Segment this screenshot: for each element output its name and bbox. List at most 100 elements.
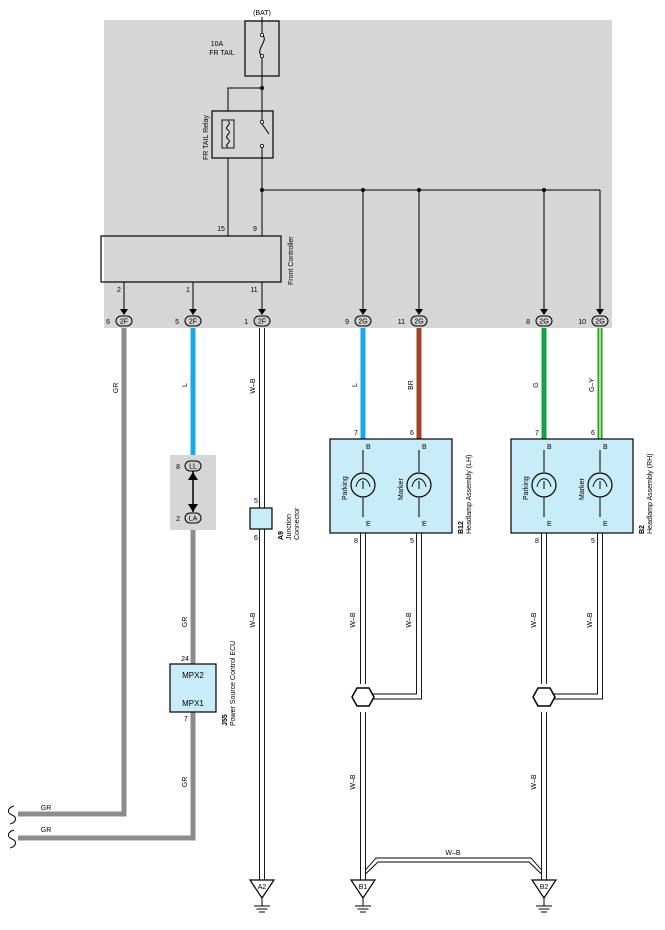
- svg-text:5: 5: [175, 319, 179, 326]
- front-controller-pin-9: 9: [253, 226, 257, 233]
- relay-box: [211, 110, 274, 159]
- junction-pin-out: 6: [254, 535, 258, 542]
- wire-label-gr-5: GR: [41, 827, 52, 834]
- svg-text:2F: 2F: [258, 319, 266, 326]
- headlamp-rh-name: Headlamp Assembly (RH): [647, 453, 654, 534]
- ecu-terminal-bottom: MPX1: [182, 699, 204, 708]
- svg-text:9: 9: [345, 319, 349, 326]
- junction-code: A9: [278, 531, 285, 540]
- connector-ll: LL 8: [176, 460, 202, 472]
- connector-2g-9: 2G 9: [345, 315, 372, 327]
- battery-source-label: (BAT): [253, 10, 271, 17]
- wire-label-wb-5: W–B: [531, 612, 538, 628]
- front-controller-pin-11: 11: [250, 287, 257, 294]
- front-controller-box: [100, 235, 282, 283]
- junction-pin-in: 5: [254, 498, 258, 505]
- svg-text:8: 8: [526, 319, 530, 326]
- bulb-label-marker: Marker: [579, 478, 586, 500]
- front-controller-pin-1: 1: [186, 287, 190, 294]
- fuse-rating: 10A: [211, 41, 224, 48]
- svg-text:5: 5: [410, 538, 414, 545]
- wire-label-g: G: [533, 382, 540, 387]
- svg-text:LL: LL: [189, 464, 197, 471]
- svg-text:B: B: [603, 444, 608, 451]
- connector-arrows: [120, 309, 604, 315]
- svg-text:LA: LA: [189, 516, 198, 523]
- svg-text:11: 11: [398, 319, 405, 326]
- front-controller-pin-2: 2: [117, 287, 121, 294]
- svg-text:6: 6: [106, 319, 110, 326]
- svg-text:5: 5: [591, 538, 595, 545]
- wire-label-br: BR: [408, 380, 415, 390]
- splice-point-b12: [351, 687, 375, 707]
- bulb-label-parking: Parking: [342, 476, 349, 500]
- headlamp-lh-name: Headlamp Assembly (LH): [466, 455, 473, 534]
- wire-label-l-1: L: [182, 383, 189, 387]
- svg-text:B: B: [547, 444, 552, 451]
- wire-label-gr-2: GR: [182, 617, 189, 628]
- svg-text:2F: 2F: [189, 319, 197, 326]
- parking-bulb-icon: [531, 472, 557, 498]
- svg-text:10: 10: [578, 319, 586, 326]
- marker-bulb-icon: [587, 472, 613, 498]
- svg-text:B1: B1: [359, 884, 368, 891]
- splice-point-b2: [532, 687, 556, 707]
- bulb-label-marker: Marker: [398, 478, 405, 500]
- ground-point-b1: B1: [349, 879, 377, 913]
- power-distribution-panel: [104, 20, 612, 328]
- headlamp-rh-code: B2: [639, 525, 646, 534]
- marker-bulb-icon: [406, 472, 432, 498]
- junction-name-line2: Connector: [294, 507, 301, 540]
- svg-text:B: B: [422, 444, 427, 451]
- wire-label-l-2: L: [352, 383, 359, 387]
- svg-text:8: 8: [176, 464, 180, 471]
- svg-text:6: 6: [591, 430, 595, 437]
- wire-label-wb-2: W–B: [250, 612, 257, 628]
- junction-connector-box: [249, 507, 273, 530]
- wire-label-gr-1: GR: [113, 383, 120, 394]
- wire-break-mark: [8, 805, 16, 825]
- wire-label-wb-6: W–B: [587, 612, 594, 628]
- wire-label-gr-3: GR: [182, 777, 189, 788]
- wire-label-wb-9: W–B: [445, 850, 461, 857]
- svg-text:B: B: [366, 444, 371, 451]
- fuse-icon: [259, 21, 265, 76]
- relay-coil-icon: [221, 119, 235, 149]
- wire-break-mark: [8, 829, 16, 849]
- ecu-pin-bottom: 7: [184, 716, 188, 723]
- svg-text:7: 7: [354, 430, 358, 437]
- relay-name: FR TAIL Relay: [203, 115, 210, 160]
- wire-label-wb-4: W–B: [406, 612, 413, 628]
- connector-2g-11: 2G 11: [398, 315, 428, 327]
- ecu-name: Power Source Control ECU: [230, 641, 237, 726]
- wire-label-wb-8: W–B: [531, 774, 538, 790]
- connector-la: LA 2: [176, 512, 202, 524]
- svg-text:1: 1: [244, 319, 248, 326]
- wire-label-wb-3: W–B: [350, 612, 357, 628]
- front-controller-pin-15: 15: [217, 226, 225, 233]
- svg-text:2F: 2F: [120, 319, 128, 326]
- ground-point-a2: A2: [248, 879, 276, 913]
- svg-text:E: E: [422, 521, 427, 528]
- svg-text:E: E: [547, 521, 552, 528]
- headlamp-lh-code: B12: [458, 521, 465, 534]
- connector-2f-1: 2F 1: [244, 315, 271, 327]
- wire-wb-b12: [360, 533, 422, 880]
- fuse-name: FR TAIL: [209, 50, 235, 57]
- headlamp-assembly-lh: B B E E 7 6 8 5 Parking Marker: [329, 430, 453, 545]
- svg-text:2G: 2G: [358, 319, 367, 326]
- wire-label-wb-1: W–B: [250, 378, 257, 394]
- wire-wb-ground-link: [365, 857, 542, 875]
- svg-text:E: E: [366, 521, 371, 528]
- ground-point-b2: B2: [530, 879, 558, 913]
- parking-bulb-icon: [350, 472, 376, 498]
- junction-name-line1: Junction: [286, 514, 293, 540]
- wire-wb-b2: [541, 533, 603, 880]
- headlamp-assembly-rh: B B E E 7 6 8 5 Parking Marker: [510, 430, 634, 545]
- wire-wb-a2: [259, 328, 265, 880]
- connector-2f-6: 2F 6: [106, 315, 133, 327]
- ecu-pin-top: 24: [181, 656, 189, 663]
- connector-2g-10: 2G 10: [578, 315, 609, 327]
- svg-text:A2: A2: [258, 884, 267, 891]
